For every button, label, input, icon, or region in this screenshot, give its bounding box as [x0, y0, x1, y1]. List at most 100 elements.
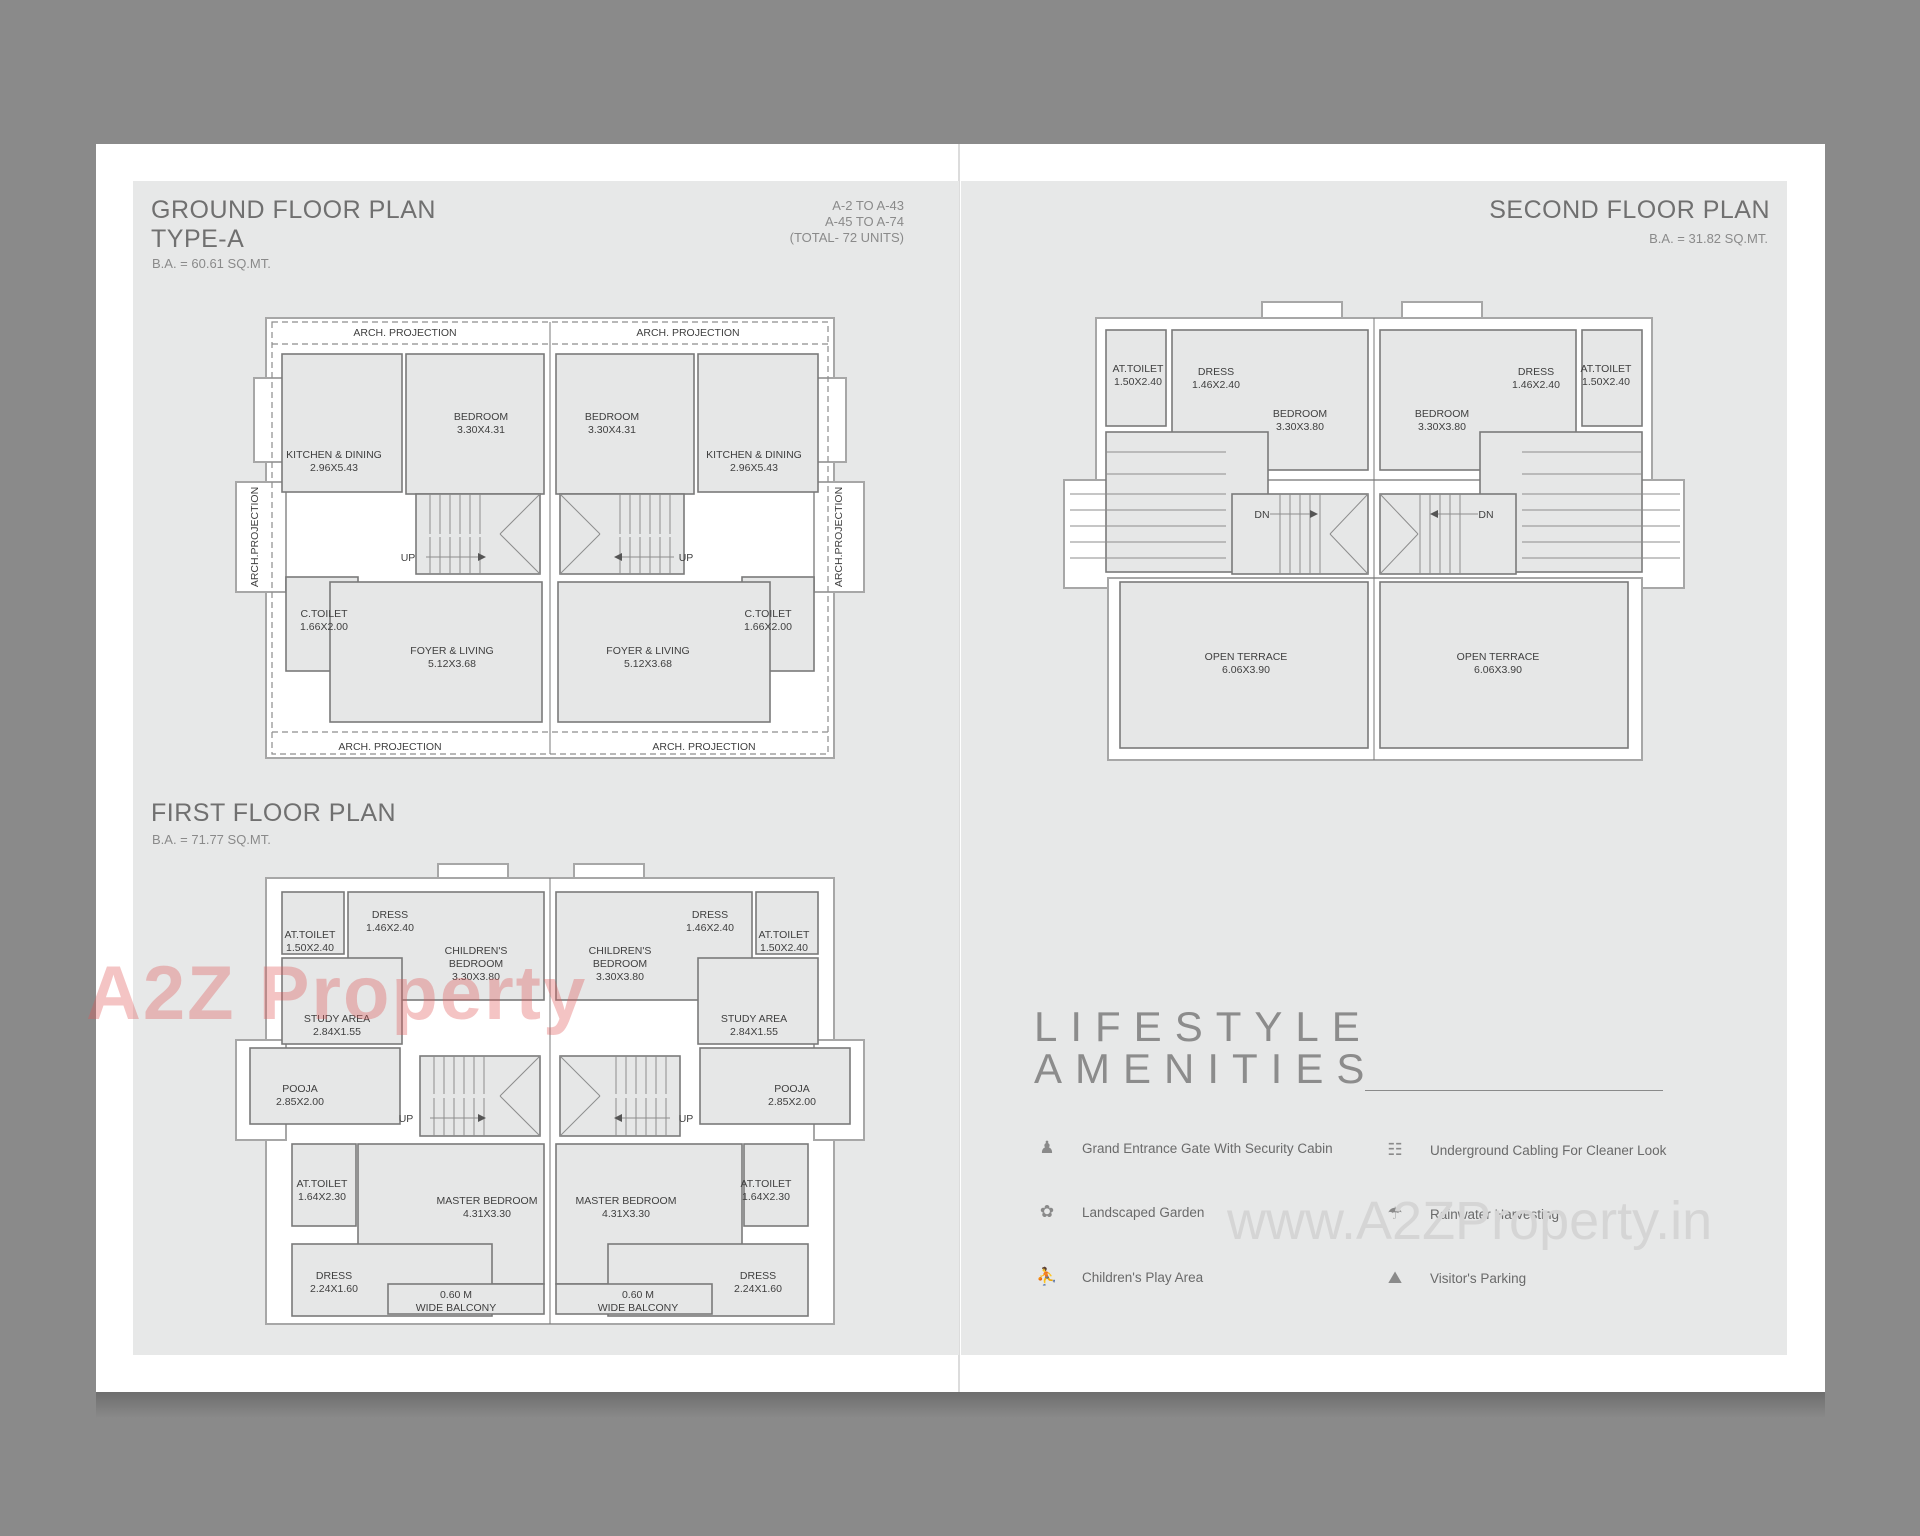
bedroom-size: 3.30X3.80: [1276, 421, 1324, 433]
dress-label: DRESS: [692, 909, 728, 921]
balcony-right: [555, 1283, 713, 1315]
foyer-right: [557, 581, 771, 723]
dress-label: DRESS: [316, 1270, 352, 1282]
dress-size: 2.24X1.60: [734, 1283, 782, 1295]
bedroom-label: BEDROOM: [585, 411, 639, 423]
balcony-label: WIDE BALCONY: [416, 1302, 497, 1314]
watermark-logo: A2Z Property: [86, 950, 587, 1037]
master-bedroom-size: 4.31X3.30: [463, 1208, 511, 1220]
cabling-icon: ☷: [1387, 1140, 1403, 1159]
garden-icon: ✿: [1039, 1202, 1055, 1221]
dress-size: 1.46X2.40: [366, 922, 414, 934]
first-floor-plan: AT.TOILET 1.50X2.40 AT.TOILET 1.50X2.40 …: [230, 860, 870, 1330]
attoilet-size: 1.64X2.30: [742, 1191, 790, 1203]
staircase-right: [559, 493, 685, 575]
stair-down-label: DN: [1478, 509, 1493, 521]
ctoilet-label: C.TOILET: [744, 608, 792, 620]
dress-label: DRESS: [740, 1270, 776, 1282]
attoilet-label: AT.TOILET: [741, 1178, 793, 1190]
kitchen-size: 2.96X5.43: [310, 462, 358, 474]
study-left: [281, 957, 403, 1045]
attoilet-size: 1.50X2.40: [1582, 376, 1630, 388]
unit-range-line: (TOTAL- 72 UNITS): [789, 230, 904, 245]
amenities-heading-line: LIFESTYLE: [1034, 1003, 1373, 1050]
kitchen-left: [281, 353, 403, 493]
page-shadow: [96, 1392, 1825, 1418]
watermark-url: www.A2ZProperty.in: [1227, 1191, 1713, 1251]
dress-label: DRESS: [372, 909, 408, 921]
attoilet-size: 1.50X2.40: [286, 942, 334, 954]
bedroom-size: 3.30X3.80: [1418, 421, 1466, 433]
attoilet-size: 1.50X2.40: [760, 942, 808, 954]
staircase-left: [1231, 493, 1369, 575]
arch-projection-label: ARCH. PROJECTION: [652, 741, 755, 753]
balcony-label: 0.60 M: [622, 1289, 654, 1301]
bedroom-left: [405, 353, 545, 495]
amenity-label: Landscaped Garden: [1082, 1204, 1205, 1220]
kitchen-right: [697, 353, 819, 493]
attoilet-label: AT.TOILET: [759, 929, 811, 941]
first-floor-title: FIRST FLOOR PLAN: [151, 799, 397, 827]
foyer-left: [329, 581, 543, 723]
second-floor-area: B.A. = 31.82 SQ.MT.: [1649, 231, 1768, 246]
open-terrace-left: [1119, 581, 1369, 749]
study-size: 2.84X1.55: [730, 1026, 778, 1038]
arch-projection-label: ARCH. PROJECTION: [353, 327, 456, 339]
pooja-size: 2.85X2.00: [768, 1096, 816, 1108]
first-floor-area: B.A. = 71.77 SQ.MT.: [152, 832, 271, 847]
arch-projection-label: ARCH. PROJECTION: [636, 327, 739, 339]
children-bedroom-size: 3.30X3.80: [452, 971, 500, 983]
foyer-size: 5.12X3.68: [624, 658, 672, 670]
attoilet-label: AT.TOILET: [297, 1178, 349, 1190]
ground-floor-plan: ARCH. PROJECTION ARCH. PROJECTION ARCH. …: [230, 312, 870, 762]
watermark-logo-text: A2Z Property: [86, 951, 588, 1036]
attoilet-label: AT.TOILET: [1113, 363, 1165, 375]
arch-projection-label: ARCH.PROJECTION: [833, 487, 845, 587]
foyer-label: FOYER & LIVING: [606, 645, 689, 657]
amenity-item: ⛹ Children's Play Area: [1036, 1266, 1203, 1288]
master-bedroom-size: 4.31X3.30: [602, 1208, 650, 1220]
amenities-heading: LIFESTYLE AMENITIES: [1034, 1006, 1377, 1090]
dress-size: 1.46X2.40: [686, 922, 734, 934]
master-bedroom-label: MASTER BEDROOM: [576, 1195, 677, 1207]
unit-range-line: A-2 TO A-43: [832, 198, 904, 213]
ctoilet-label: C.TOILET: [300, 608, 348, 620]
staircase-left: [419, 1055, 541, 1137]
kitchen-label: KITCHEN & DINING: [706, 449, 802, 461]
bedroom-label: BEDROOM: [454, 411, 508, 423]
staircase-right: [559, 1055, 681, 1137]
dress-label: DRESS: [1518, 366, 1554, 378]
attoilet-size: 1.64X2.30: [298, 1191, 346, 1203]
open-terrace-size: 6.06X3.90: [1222, 664, 1270, 676]
pooja-label: POOJA: [774, 1083, 810, 1095]
bedroom-size: 3.30X4.31: [457, 424, 505, 436]
foyer-size: 5.12X3.68: [428, 658, 476, 670]
pooja-size: 2.85X2.00: [276, 1096, 324, 1108]
children-bedroom-label: BEDROOM: [449, 958, 503, 970]
bedroom-right: [555, 353, 695, 495]
attoilet-bottom-left: [291, 1143, 357, 1227]
dress-size: 1.46X2.40: [1192, 379, 1240, 391]
ctoilet-size: 1.66X2.00: [300, 621, 348, 633]
play-area-icon: ⛹: [1036, 1267, 1058, 1286]
unit-range-line: A-45 TO A-74: [824, 214, 904, 229]
security-guard-icon: ♟: [1039, 1138, 1055, 1157]
second-floor-plan: AT.TOILET 1.50X2.40 AT.TOILET 1.50X2.40 …: [1060, 298, 1690, 764]
ground-floor-type: TYPE-A: [151, 225, 245, 253]
open-terrace-label: OPEN TERRACE: [1457, 651, 1540, 663]
amenity-item: ✿ Landscaped Garden: [1036, 1201, 1204, 1223]
amenity-label: Visitor's Parking: [1430, 1270, 1527, 1286]
children-bedroom-label: CHILDREN'S: [589, 945, 652, 957]
bedroom-label: BEDROOM: [1415, 408, 1469, 420]
amenities-heading-line: AMENITIES: [1034, 1045, 1378, 1092]
amenity-label: Children's Play Area: [1082, 1269, 1204, 1285]
amenities-divider: [1365, 1090, 1663, 1091]
arch-projection-label: ARCH. PROJECTION: [338, 741, 441, 753]
amenity-label: Underground Cabling For Cleaner Look: [1430, 1142, 1667, 1158]
amenity-label: Rainwater Harvesting: [1430, 1206, 1560, 1222]
pooja-label: POOJA: [282, 1083, 318, 1095]
amenity-item: ♟ Grand Entrance Gate With Security Cabi…: [1036, 1137, 1332, 1159]
study-size: 2.84X1.55: [313, 1026, 361, 1038]
ground-floor-title: GROUND FLOOR PLAN: [151, 196, 436, 224]
stair-down-label: DN: [1254, 509, 1269, 521]
